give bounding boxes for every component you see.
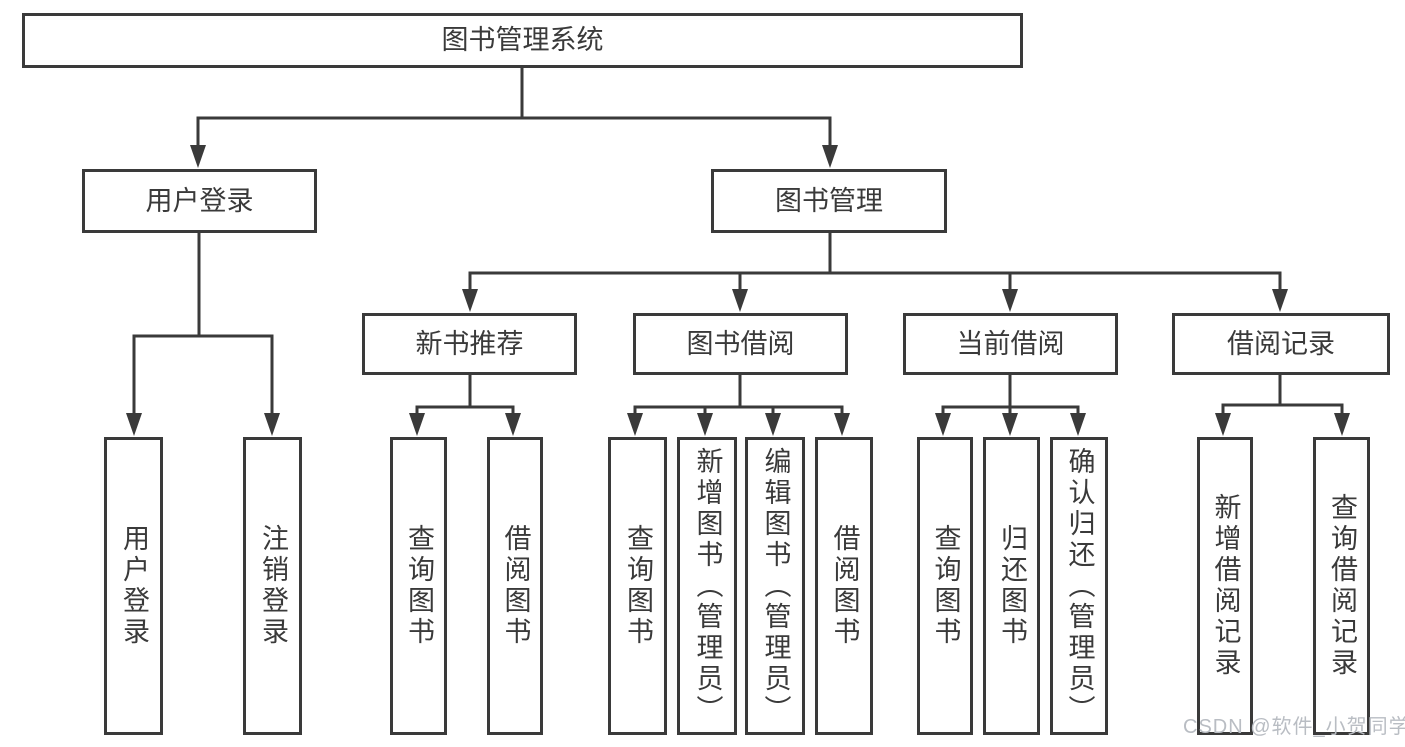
- arrow-down-icon: [1002, 289, 1018, 312]
- arrow-down-icon: [1070, 413, 1086, 436]
- node-current-query-books: 查询图书: [917, 437, 973, 735]
- node-borrow-records: 借阅记录: [1172, 313, 1390, 375]
- arrow-down-icon: [697, 413, 713, 436]
- node-borrow-borrow-books: 借阅图书: [815, 437, 873, 735]
- node-label: 借阅记录: [1227, 328, 1335, 359]
- connector-records-group: [1221, 373, 1344, 418]
- watermark: CSDN @软件_小贺同学: [1183, 716, 1405, 738]
- node-label: 查询图书: [623, 524, 653, 648]
- node-label: 新增图书（管理员）: [692, 446, 723, 726]
- node-current-return-books: 归还图书: [983, 437, 1040, 735]
- arrow-down-icon: [462, 289, 478, 312]
- arrow-down-icon: [627, 413, 643, 436]
- node-current-borrow: 当前借阅: [903, 313, 1118, 375]
- arrowhead-icons: [126, 145, 1350, 436]
- arrow-down-icon: [935, 413, 951, 436]
- node-label: 借阅图书: [829, 524, 860, 648]
- node-user-login: 用户登录: [82, 169, 317, 233]
- node-label: 图书借阅: [686, 328, 795, 359]
- arrow-down-icon: [264, 413, 280, 436]
- arrow-down-icon: [1002, 413, 1018, 436]
- node-label: 归还图书: [997, 524, 1027, 648]
- connector-borrow-group: [633, 373, 844, 418]
- connector-level2-bar: [196, 116, 832, 149]
- arrow-down-icon: [765, 413, 781, 436]
- node-label: 借阅图书: [500, 524, 531, 648]
- arrow-down-icon: [1272, 289, 1288, 312]
- node-label: 查询图书: [930, 524, 961, 648]
- arrow-down-icon: [732, 289, 748, 312]
- arrow-down-icon: [1215, 413, 1231, 436]
- node-label: 确认归还（管理员）: [1064, 446, 1095, 726]
- arrow-down-icon: [409, 413, 425, 436]
- connector-login-group: [132, 231, 274, 418]
- connector-lines: [132, 66, 1344, 418]
- node-label: 用户登录: [145, 185, 254, 216]
- node-book-borrow: 图书借阅: [633, 313, 848, 375]
- node-login-user: 用户登录: [104, 437, 163, 735]
- node-label: 注销登录: [258, 524, 288, 648]
- node-records-query-record: 查询借阅记录: [1313, 437, 1370, 735]
- arrow-down-icon: [126, 413, 142, 436]
- node-label: 编辑图书（管理员）: [760, 446, 791, 726]
- arrow-down-icon: [190, 145, 206, 168]
- connector-recommend-group: [415, 373, 515, 418]
- node-label: 当前借阅: [956, 328, 1065, 359]
- node-borrow-add-books-admin: 新增图书（管理员）: [677, 437, 737, 735]
- arrow-down-icon: [822, 145, 838, 168]
- node-borrow-query-books: 查询图书: [608, 437, 667, 735]
- node-records-add-record: 新增借阅记录: [1197, 437, 1253, 735]
- node-book-management: 图书管理: [711, 169, 947, 233]
- node-recommend-query-books: 查询图书: [390, 437, 447, 735]
- node-new-book-recommend: 新书推荐: [362, 313, 577, 375]
- node-label: 查询图书: [404, 524, 434, 648]
- node-label: 查询借阅记录: [1327, 493, 1357, 679]
- node-current-confirm-return-admin: 确认归还（管理员）: [1050, 437, 1108, 735]
- node-login-logout: 注销登录: [243, 437, 302, 735]
- node-recommend-borrow-books: 借阅图书: [487, 437, 543, 735]
- node-label: 新增借阅记录: [1210, 493, 1241, 679]
- node-label: 用户登录: [119, 524, 149, 648]
- node-label: 图书管理: [775, 185, 883, 216]
- connector-management-group: [468, 231, 1282, 294]
- arrow-down-icon: [505, 413, 521, 436]
- connector-current-group: [941, 373, 1080, 418]
- node-library-system: 图书管理系统: [22, 13, 1023, 68]
- node-label: 新书推荐: [415, 328, 524, 359]
- arrow-down-icon: [1334, 413, 1350, 436]
- node-label: 图书管理系统: [441, 25, 604, 56]
- node-borrow-edit-books-admin: 编辑图书（管理员）: [745, 437, 805, 735]
- arrow-down-icon: [834, 413, 850, 436]
